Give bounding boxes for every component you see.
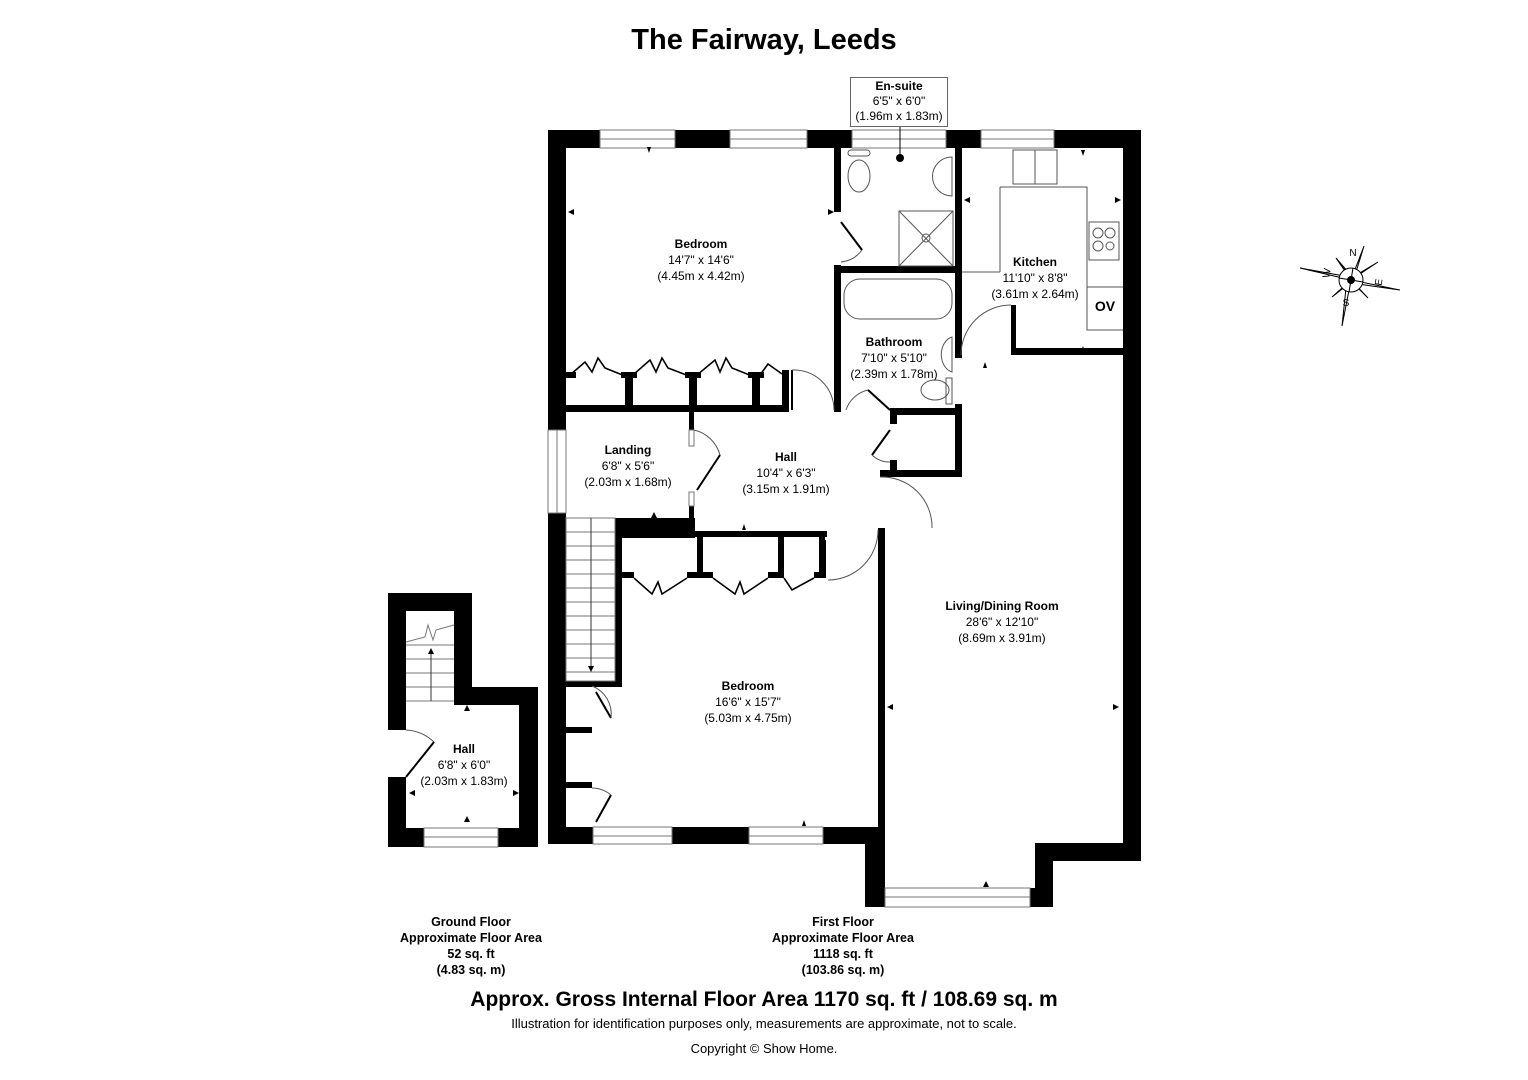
dimension-markers (409, 147, 1121, 887)
sanitary-fixtures (843, 149, 1123, 405)
copyright-text: Copyright © Show Home. (690, 1041, 838, 1056)
room-size-imperial: 6'8" x 5'6" (601, 459, 655, 473)
room-name: Living/Dining Room (945, 599, 1059, 613)
floor-area-label: Approximate Floor Area (772, 931, 914, 945)
floor-area-sqft: 1118 sq. ft (813, 947, 873, 961)
room-size-imperial: 11'10" x 8'8" (1002, 271, 1068, 285)
room-size-imperial: 28'6" x 12'10" (965, 615, 1039, 629)
room-label-bedroom-1: Bedroom 14'7" x 14'6" (4.45m x 4.42m) (657, 236, 744, 284)
floor-name: First Floor (812, 915, 874, 929)
staircase-first-floor (565, 517, 616, 682)
room-name: Hall (774, 450, 797, 464)
room-size-metric: (3.61m x 2.64m) (991, 287, 1079, 301)
ground-floor-area: Ground Floor Approximate Floor Area 52 s… (400, 914, 542, 978)
ground-floor-fixtures (405, 623, 499, 848)
first-floor-area: First Floor Approximate Floor Area 1118 … (772, 914, 914, 978)
first-floor-walls (548, 130, 1141, 907)
wardrobe-doors (569, 356, 815, 596)
room-name: En-suite (875, 79, 923, 93)
compass-rose-icon: N E S W (1299, 245, 1401, 327)
room-size-imperial: 16'6" x 15'7" (715, 695, 781, 709)
floor-area-sqft: 52 sq. ft (447, 947, 495, 961)
room-size-metric: (4.45m x 4.42m) (657, 269, 745, 283)
oven-label: OV (1094, 298, 1116, 314)
floor-area-sqm: (103.86 sq. m) (801, 963, 885, 977)
room-name: Landing (604, 443, 652, 457)
room-name: Bedroom (721, 679, 775, 693)
compass-north-label: N (1349, 248, 1356, 259)
room-size-imperial: 14'7" x 14'6" (668, 253, 734, 267)
room-label-bathroom: Bathroom 7'10" x 5'10" (2.39m x 1.78m) (850, 334, 937, 382)
room-size-metric: (3.15m x 1.91m) (742, 482, 830, 496)
room-size-metric: (5.03m x 4.75m) (704, 711, 792, 725)
room-size-imperial: 10'4" x 6'3" (756, 466, 816, 480)
room-name: Hall (452, 742, 475, 756)
floor-area-sqm: (4.83 sq. m) (436, 963, 506, 977)
room-size-metric: (2.39m x 1.78m) (850, 367, 938, 381)
compass-east-label: E (1373, 278, 1385, 287)
room-size-imperial: 6'5" x 6'0" (872, 94, 926, 108)
room-name: Bathroom (865, 335, 923, 349)
compass-south-label: S (1343, 298, 1350, 309)
room-label-hall-ground-floor: Hall 6'8" x 6'0" (2.03m x 1.83m) (420, 741, 507, 789)
room-label-hall-first-floor: Hall 10'4" x 6'3" (3.15m x 1.91m) (742, 449, 829, 497)
room-label-living-dining: Living/Dining Room 28'6" x 12'10" (8.69m… (945, 598, 1058, 646)
room-label-ensuite: En-suite 6'5" x 6'0" (1.96m x 1.83m) (850, 77, 948, 127)
room-name: Kitchen (1012, 255, 1057, 269)
ground-floor-walls (388, 593, 538, 847)
first-floor-windows (547, 129, 1055, 908)
room-size-metric: (8.69m x 3.91m) (958, 631, 1046, 645)
gross-internal-area: Approx. Gross Internal Floor Area 1170 s… (470, 988, 1058, 1011)
compass-west-label: W (1321, 267, 1334, 279)
room-size-imperial: 6'8" x 6'0" (437, 758, 491, 772)
door-swings (591, 249, 1012, 796)
room-label-landing: Landing 6'8" x 5'6" (2.03m x 1.68m) (584, 442, 671, 490)
floor-name: Ground Floor (431, 915, 511, 929)
room-size-imperial: 7'10" x 5'10" (861, 351, 927, 365)
disclaimer-text: Illustration for identification purposes… (511, 1016, 1017, 1031)
floor-area-label: Approximate Floor Area (400, 931, 542, 945)
room-label-bedroom-2: Bedroom 16'6" x 15'7" (5.03m x 4.75m) (704, 678, 791, 726)
doors (595, 221, 962, 823)
room-name: Bedroom (674, 237, 728, 251)
room-size-metric: (2.03m x 1.83m) (420, 774, 508, 788)
room-size-metric: (1.96m x 1.83m) (855, 109, 943, 123)
room-label-kitchen: Kitchen 11'10" x 8'8" (3.61m x 2.64m) (991, 254, 1078, 302)
room-size-metric: (2.03m x 1.68m) (584, 475, 672, 489)
plan-title: The Fairway, Leeds (631, 24, 897, 56)
